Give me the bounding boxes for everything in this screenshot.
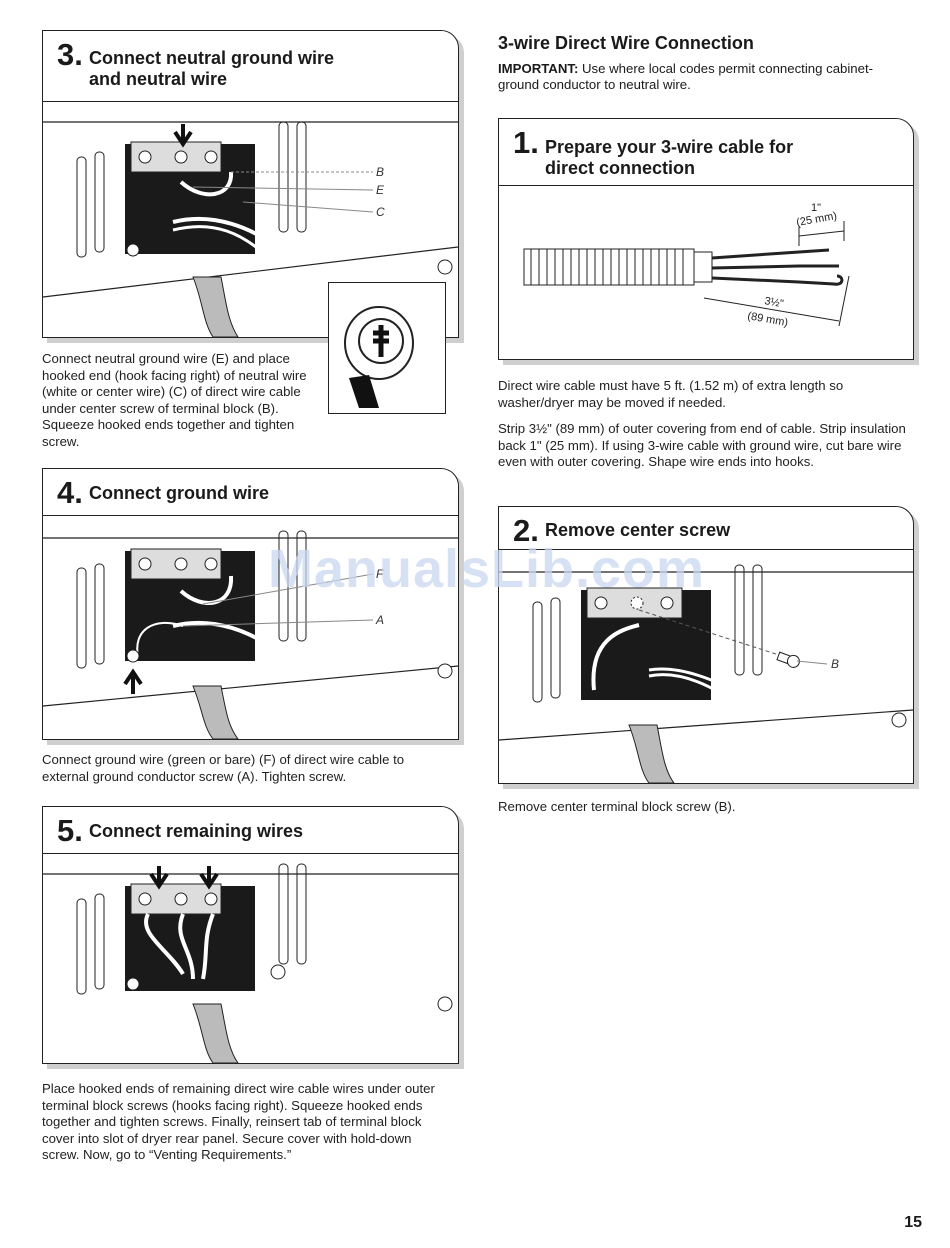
step2-label-b: B: [831, 657, 839, 671]
step1-title-line2: direct connection: [545, 158, 696, 178]
step5-caption: Place hooked ends of remaining direct wi…: [42, 1081, 435, 1162]
step4-panel: 4. Connect ground wire F A: [42, 468, 459, 740]
step4-title: Connect ground wire: [89, 483, 269, 503]
important-label: IMPORTANT:: [498, 61, 579, 76]
step3-title-line1: Connect neutral ground wire: [89, 48, 335, 68]
important-note: IMPORTANT: Use where local codes permit …: [498, 61, 898, 92]
page-number: 15: [904, 1214, 922, 1231]
section-title: 3-wire Direct Wire Connection: [498, 33, 754, 53]
step3-number: 3.: [57, 37, 83, 72]
step4-number: 4.: [57, 475, 83, 510]
step4-illustration: F A: [43, 516, 458, 739]
step2-caption: Remove center terminal block screw (B).: [498, 799, 736, 814]
step5-title: Connect remaining wires: [89, 821, 304, 841]
step3-inset-detail: [328, 282, 446, 414]
step3-caption: Connect neutral ground wire (E) and plac…: [42, 351, 307, 449]
step3-label-c: C: [376, 205, 385, 219]
step3-title-line2: and neutral wire: [89, 69, 228, 89]
important-text: Use where local codes permit connecting …: [498, 61, 874, 92]
step4-label-f: F: [376, 567, 384, 581]
step4-caption: Connect ground wire (green or bare) (F) …: [42, 752, 405, 784]
step2-title: Remove center screw: [545, 520, 731, 540]
step5-header: 5. Connect remaining wires: [43, 807, 458, 854]
step2-panel: 2. Remove center screw: [498, 506, 914, 784]
step5-panel: 5. Connect remaining wires: [42, 806, 459, 1064]
step1-header: 1. Prepare your 3-wire cable for direct …: [499, 119, 913, 186]
step1-number: 1.: [513, 125, 539, 160]
step3-panel: 3. Connect neutral ground wire and neutr…: [42, 30, 459, 338]
step3-header: 3. Connect neutral ground wire and neutr…: [43, 31, 458, 102]
step3-label-e: E: [376, 183, 385, 197]
step1-dim1-inch: 1": [811, 202, 821, 214]
step5-number: 5.: [57, 813, 83, 848]
step1-cable-illustration: 1" (25 mm) 3½" (89 mm): [499, 186, 913, 359]
step2-number: 2.: [513, 513, 539, 548]
step1-caption-strip: Strip 3½" (89 mm) of outer covering from…: [498, 421, 906, 469]
step2-illustration: B: [499, 550, 913, 783]
step4-header: 4. Connect ground wire: [43, 469, 458, 516]
step2-header: 2. Remove center screw: [499, 507, 913, 550]
step5-illustration: [43, 854, 458, 1063]
step4-label-a: A: [375, 613, 384, 627]
step1-title-line1: Prepare your 3-wire cable for: [545, 137, 794, 157]
step3-label-b: B: [376, 165, 384, 179]
step1-panel: 1. Prepare your 3-wire cable for direct …: [498, 118, 914, 360]
step1-dim2-inch: 3½": [763, 295, 784, 310]
step1-caption-length: Direct wire cable must have 5 ft. (1.52 …: [498, 378, 844, 410]
